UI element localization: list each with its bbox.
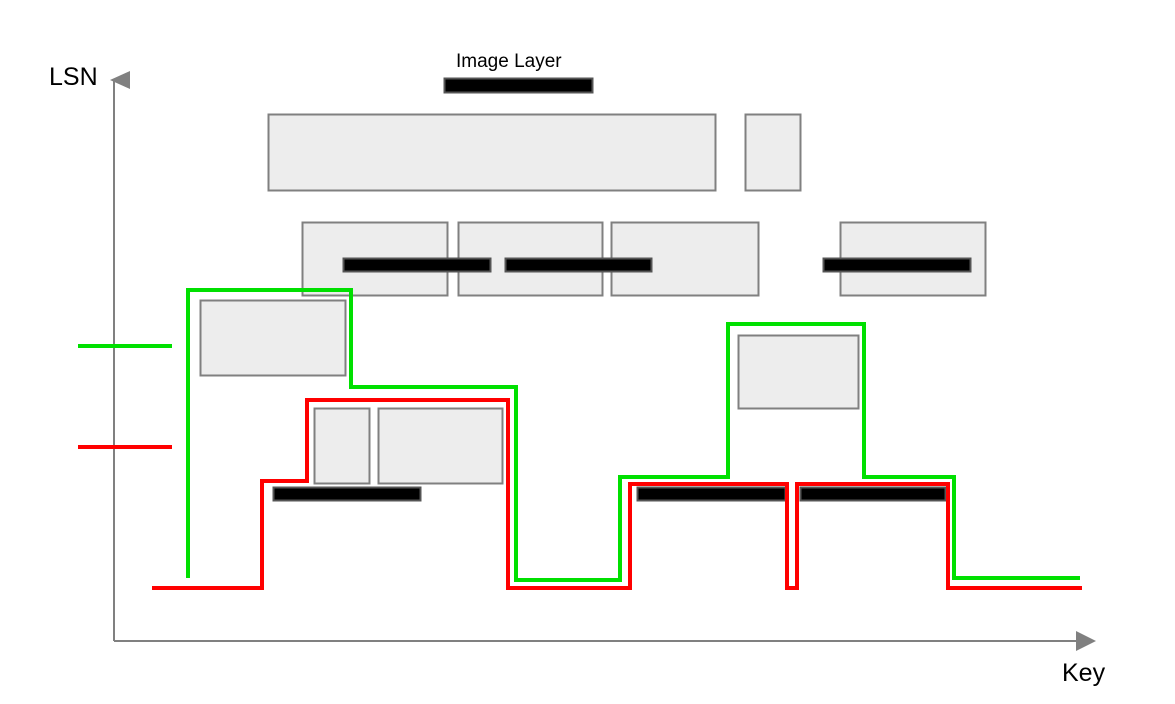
delta-layer-green-spike	[737, 334, 860, 410]
x-axis-label: Key	[1062, 659, 1106, 687]
image-layer-caption: Image Layer	[456, 51, 562, 72]
red-line	[152, 398, 1082, 590]
delta-layer-group	[199, 113, 987, 485]
delta-layer-red-wide	[377, 407, 504, 485]
delta-layer-red-small	[313, 407, 371, 485]
image-layer-low-c	[799, 486, 947, 502]
delta-layer-green-step	[199, 299, 347, 377]
green-line	[186, 288, 1080, 582]
image-layer-row2-b	[504, 257, 653, 273]
tick-group	[78, 344, 172, 449]
image-layer-row2-c	[822, 257, 972, 273]
delta-layer-main	[267, 113, 717, 192]
image-layer-row2-a	[342, 257, 492, 273]
series-group	[152, 288, 1082, 590]
y-axis-label: LSN	[49, 63, 98, 91]
axes-group	[110, 71, 1096, 651]
image-layer-low-a	[272, 486, 422, 502]
delta-layer-top-right	[744, 113, 802, 192]
image-layer-group	[272, 77, 972, 502]
image-layer-top	[443, 77, 594, 94]
image-layer-low-b	[636, 486, 787, 502]
